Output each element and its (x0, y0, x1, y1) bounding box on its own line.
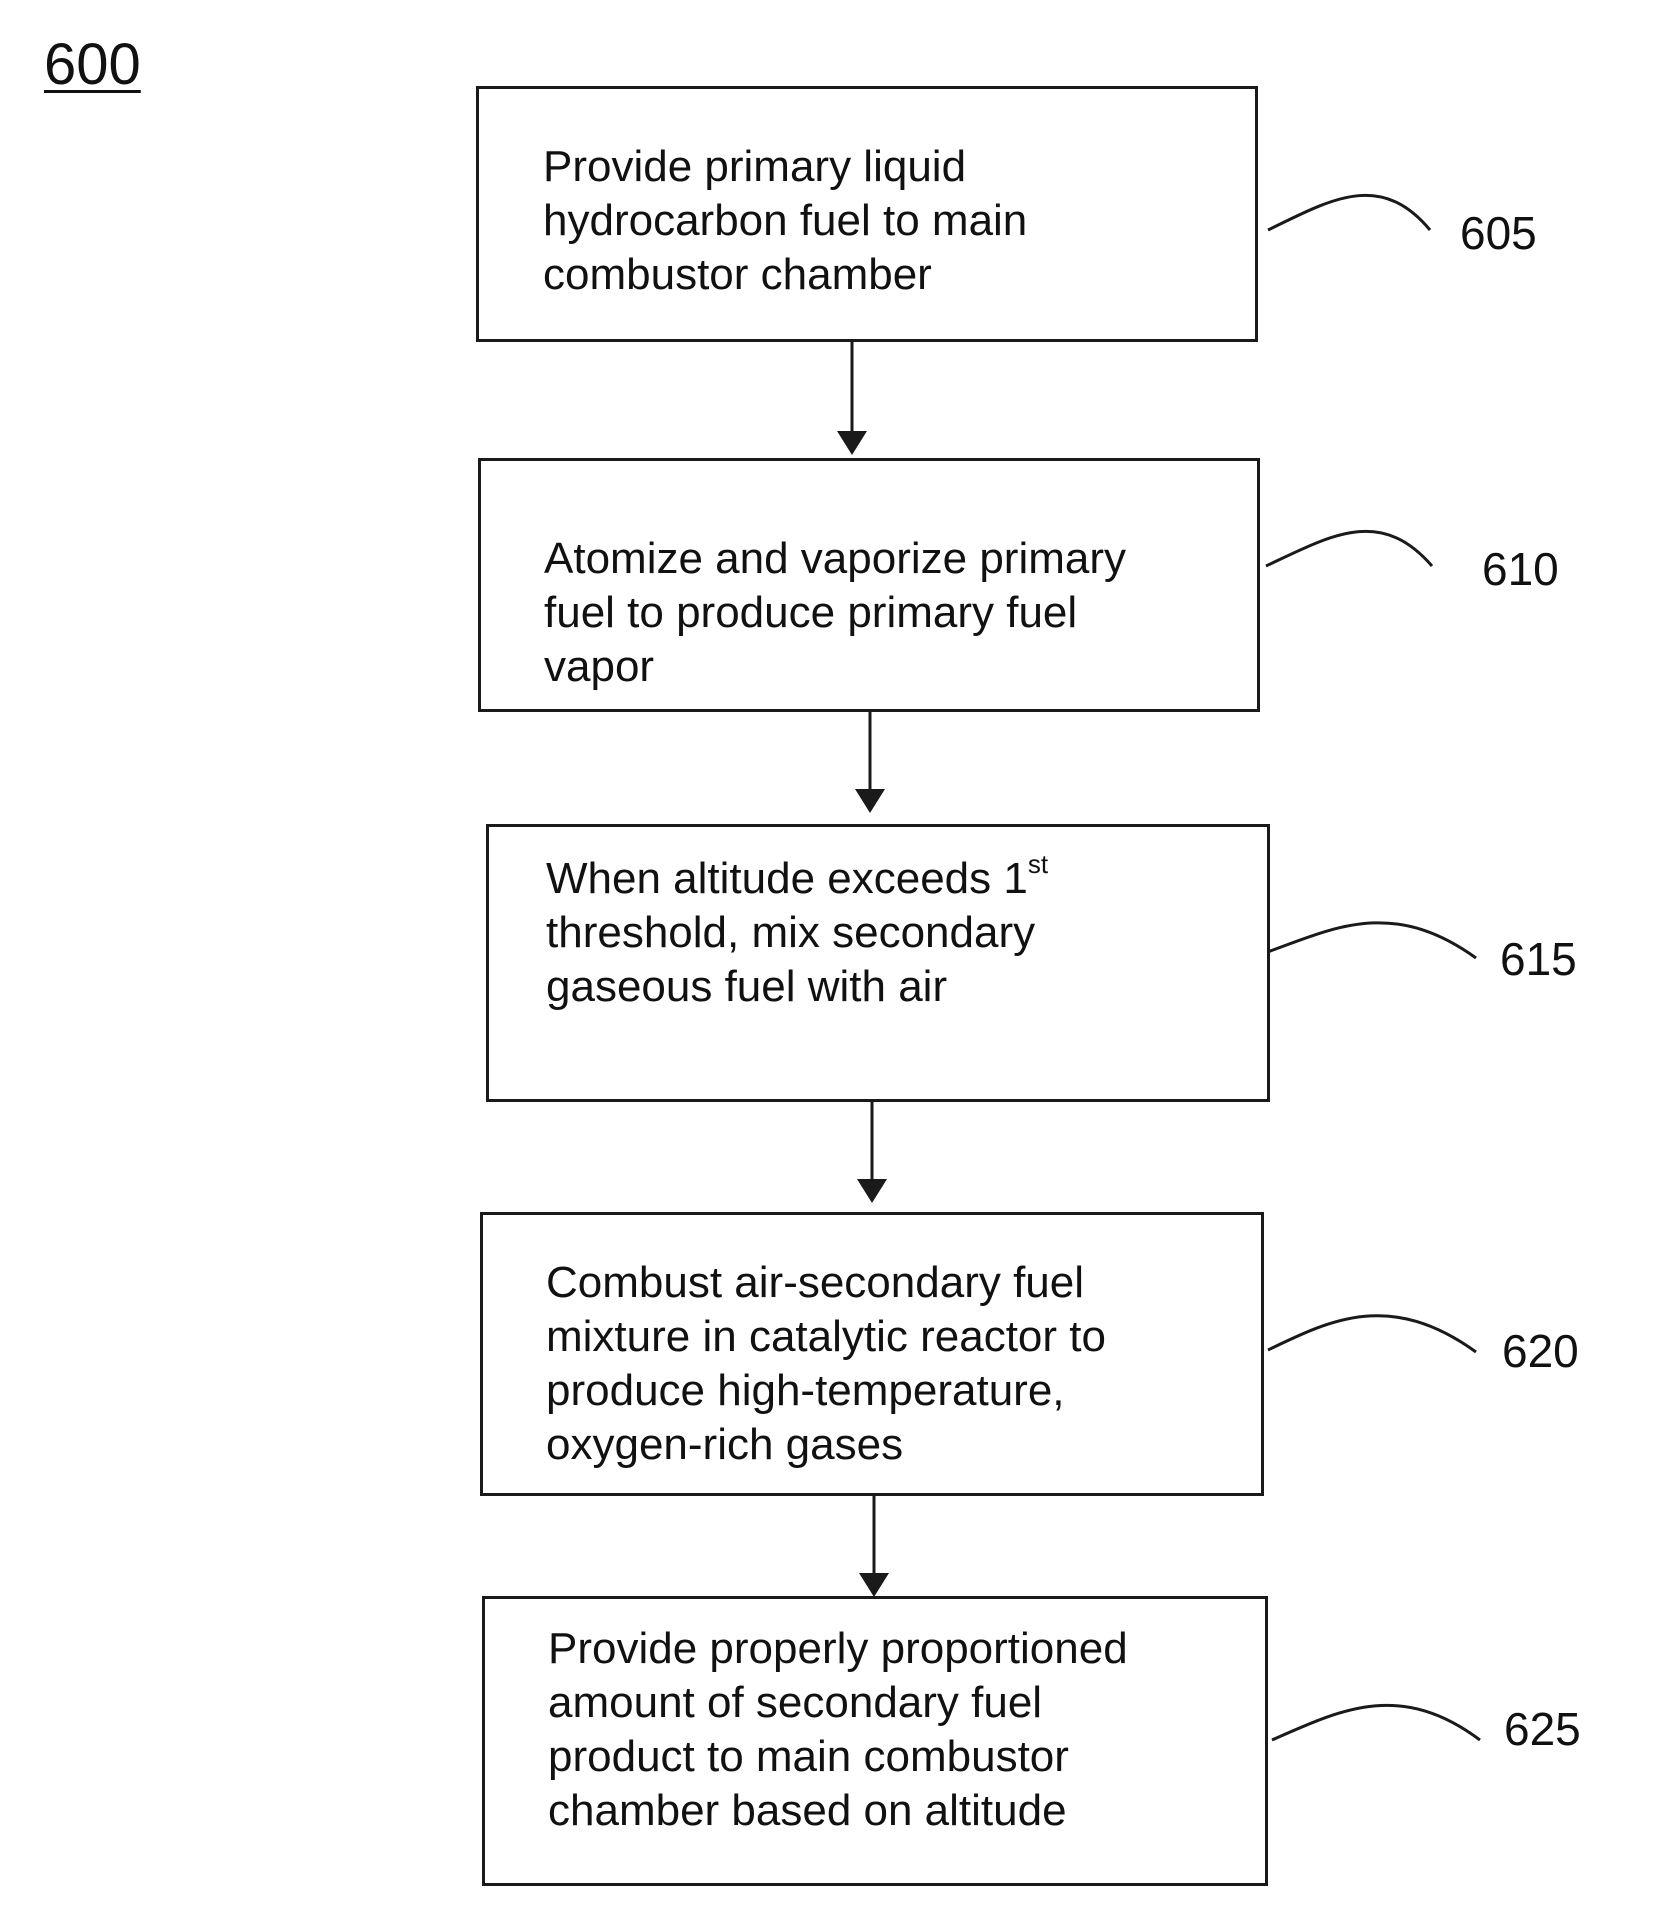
leader-line-615 (1262, 923, 1476, 958)
step-text-615-rest: threshold, mix secondary gaseous fuel wi… (546, 908, 1035, 1011)
leader-line-625 (1272, 1705, 1480, 1740)
step-text-620: Combust air-secondary fuel mixture in ca… (546, 1256, 1106, 1472)
leader-line-605 (1268, 195, 1430, 230)
leader-line-610 (1266, 531, 1432, 566)
step-text-615: When altitude exceeds 1st threshold, mix… (546, 852, 1048, 1014)
step-text-610: Atomize and vaporize primary fuel to pro… (544, 532, 1126, 694)
step-text-605: Provide primary liquid hydrocarbon fuel … (543, 140, 1027, 302)
ref-number-610: 610 (1482, 546, 1559, 592)
step-text-625: Provide properly proportioned amount of … (548, 1622, 1128, 1838)
ref-number-605: 605 (1460, 210, 1537, 256)
ref-number-615: 615 (1500, 936, 1577, 982)
leader-line-620 (1268, 1316, 1476, 1352)
step-text-615-lead: When altitude exceeds 1 (546, 854, 1028, 903)
ref-number-625: 625 (1504, 1706, 1581, 1752)
ref-number-620: 620 (1502, 1328, 1579, 1374)
ordinal-superscript: st (1028, 849, 1048, 879)
